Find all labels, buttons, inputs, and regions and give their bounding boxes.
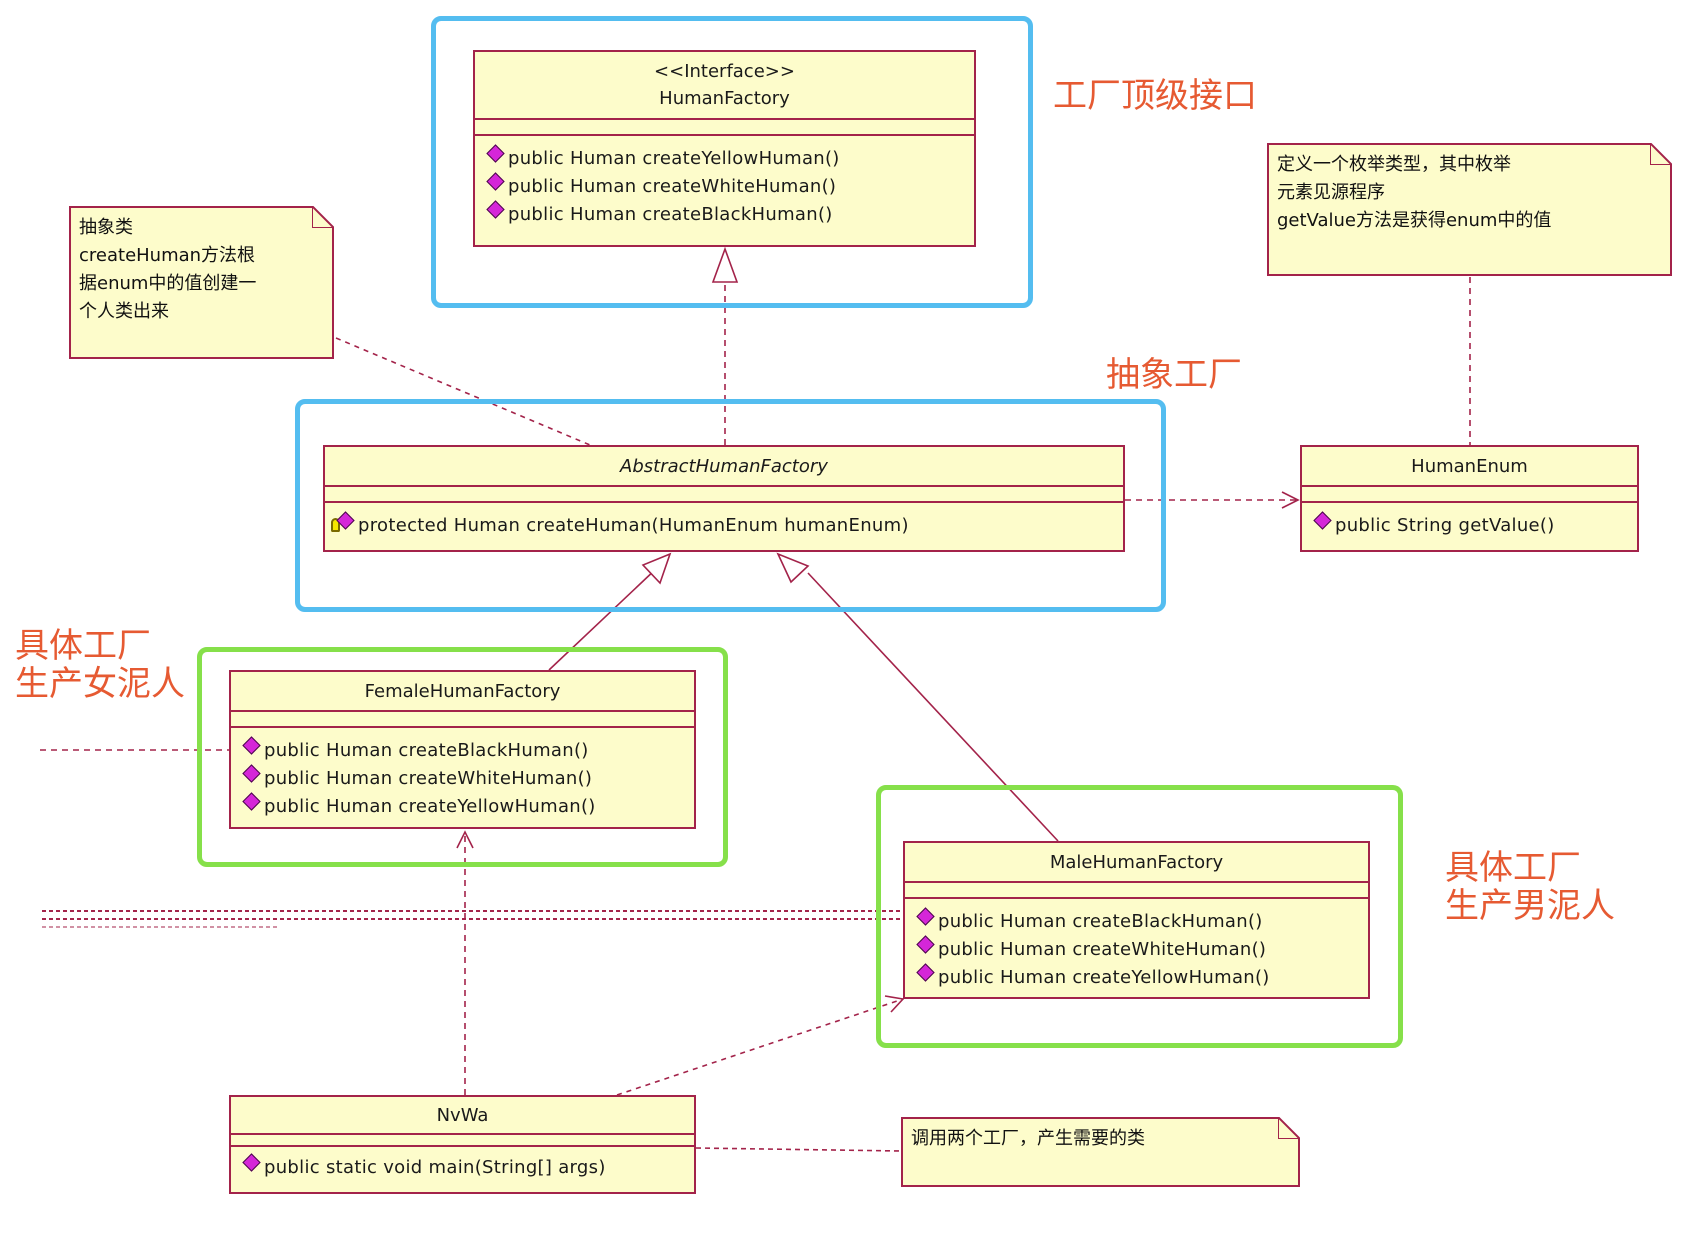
public-method-icon — [916, 906, 935, 926]
operations-compartment: public Human createYellowHuman() public … — [475, 136, 974, 232]
public-method-icon — [1313, 510, 1332, 530]
annotation-male-factory-line2: 生产男泥人 — [1445, 886, 1615, 926]
class-male-human-factory[interactable]: MaleHumanFactory public Human createBlac… — [903, 841, 1370, 999]
public-method-icon — [486, 143, 505, 163]
class-name: AbstractHumanFactory — [620, 455, 828, 477]
operation[interactable]: public Human createYellowHuman() — [916, 962, 1368, 991]
note-human-enum[interactable]: 定义一个枚举类型，其中枚举 元素见源程序 getValue方法是获得enum中的… — [1267, 143, 1672, 276]
attributes-compartment — [905, 883, 1368, 899]
generalization-arrowhead-male — [776, 552, 810, 584]
operation[interactable]: protected Human createHuman(HumanEnum hu… — [331, 510, 1123, 539]
operations-compartment: protected Human createHuman(HumanEnum hu… — [325, 503, 1123, 543]
operation[interactable]: public Human createBlackHuman() — [242, 735, 694, 764]
annotation-female-factory-line1: 具体工厂 — [15, 626, 151, 666]
operation[interactable]: public Human createYellowHuman() — [486, 143, 974, 172]
interface-highlight-frame — [431, 16, 1033, 308]
note-link-nvwa — [695, 1147, 902, 1152]
operation[interactable]: public Human createWhiteHuman() — [242, 763, 694, 792]
operation[interactable]: public Human createYellowHuman() — [242, 791, 694, 820]
note-nvwa[interactable]: 调用两个工厂，产生需要的类 — [901, 1117, 1300, 1187]
operations-compartment: public static void main(String[] args) — [231, 1147, 694, 1185]
operations-compartment: public Human createBlackHuman() public H… — [231, 728, 694, 824]
attributes-compartment — [231, 712, 694, 728]
attributes-compartment — [475, 120, 974, 136]
note-fold-corner — [312, 206, 334, 228]
class-stereotype: <<Interface>> — [654, 61, 795, 82]
public-method-icon — [242, 1152, 261, 1172]
generalization-line-male — [807, 572, 1059, 842]
class-name: NvWa — [436, 1104, 489, 1126]
public-method-icon — [916, 962, 935, 982]
class-human-enum[interactable]: HumanEnum public String getValue() — [1300, 445, 1639, 552]
male-factory-highlight-frame — [876, 785, 1403, 1048]
operations-compartment: public Human createBlackHuman() public H… — [905, 899, 1368, 995]
generalization-arrowhead-female — [641, 552, 672, 585]
attributes-compartment — [325, 487, 1123, 503]
dependency-arrowhead-male — [884, 995, 905, 1013]
public-method-icon — [486, 199, 505, 219]
operation[interactable]: public Human createBlackHuman() — [486, 199, 974, 228]
attributes-compartment — [231, 1135, 694, 1147]
public-method-icon — [242, 735, 261, 755]
realization-arrowhead — [711, 246, 739, 283]
class-human-factory[interactable]: <<Interface>> HumanFactory public Human … — [473, 50, 976, 247]
abstract-factory-highlight-frame — [295, 399, 1166, 612]
annotation-top-interface: 工厂顶级接口 — [1053, 76, 1257, 116]
note-fold-corner — [1650, 143, 1672, 165]
class-name: FemaleHumanFactory — [364, 680, 561, 702]
dependency-arrowhead-enum — [1281, 491, 1300, 509]
note-fold-corner — [1278, 1117, 1300, 1139]
class-nvwa[interactable]: NvWa public static void main(String[] ar… — [229, 1095, 696, 1194]
public-method-icon — [916, 934, 935, 954]
operation[interactable]: public String getValue() — [1313, 510, 1637, 539]
attributes-compartment — [1302, 487, 1637, 503]
dependency-arrowhead-female — [456, 830, 474, 849]
public-method-icon — [242, 763, 261, 783]
annotation-female-factory-line2: 生产女泥人 — [15, 664, 185, 704]
annotation-male-factory-line1: 具体工厂 — [1445, 848, 1581, 888]
note-abstract-class[interactable]: 抽象类 createHuman方法根 据enum中的值创建一 个人类出来 — [69, 206, 334, 359]
annotation-abstract-factory: 抽象工厂 — [1106, 355, 1242, 395]
generalization-line-female — [548, 566, 659, 671]
class-abstract-human-factory[interactable]: AbstractHumanFactory protected Human cre… — [323, 445, 1125, 552]
operations-compartment: public String getValue() — [1302, 503, 1637, 543]
public-method-icon — [486, 171, 505, 191]
operation[interactable]: public Human createWhiteHuman() — [486, 171, 974, 200]
female-factory-highlight-frame — [197, 647, 728, 867]
operation[interactable]: public static void main(String[] args) — [242, 1152, 694, 1181]
class-female-human-factory[interactable]: FemaleHumanFactory public Human createBl… — [229, 670, 696, 829]
class-name: MaleHumanFactory — [1049, 851, 1224, 873]
public-method-icon — [242, 791, 261, 811]
operation[interactable]: public Human createWhiteHuman() — [916, 934, 1368, 963]
class-name: HumanEnum — [1411, 455, 1528, 477]
class-name: HumanFactory — [659, 88, 790, 109]
protected-key-icon — [331, 518, 340, 532]
operation[interactable]: public Human createBlackHuman() — [916, 906, 1368, 935]
dependency-line-male — [616, 998, 904, 1096]
